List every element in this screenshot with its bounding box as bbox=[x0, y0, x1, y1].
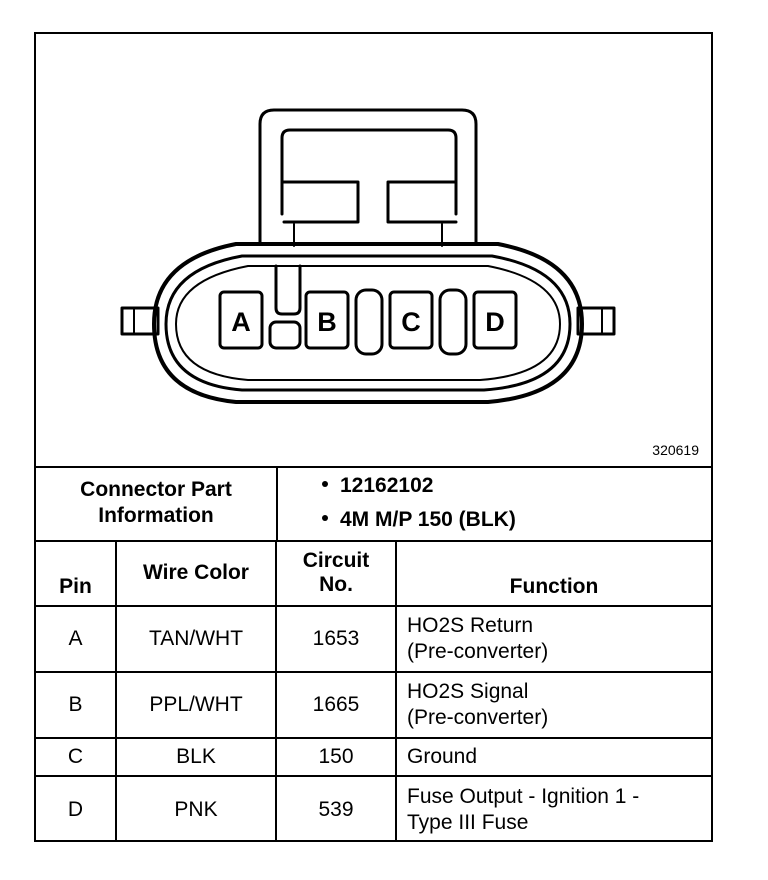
connector-info-label: Connector Part Information bbox=[36, 466, 278, 540]
header-circuit-line2: No. bbox=[319, 572, 353, 596]
pin-d-label: D bbox=[485, 307, 505, 337]
connector-type: 4M M/P 150 (BLK) bbox=[340, 508, 516, 531]
row-a-function: HO2S Return (Pre-converter) bbox=[395, 605, 711, 673]
connector-type-item: 4M M/P 150 (BLK) bbox=[322, 508, 516, 532]
header-circuit-line1: Circuit bbox=[302, 548, 370, 572]
row-c-pin: C bbox=[36, 737, 117, 777]
row-a-function-line2: (Pre-converter) bbox=[407, 640, 549, 663]
row-b-wire-color: PPL/WHT bbox=[115, 671, 277, 739]
bullet-icon bbox=[322, 481, 328, 488]
connector-sheet: A B C D 320619 Connector Part Informatio… bbox=[34, 32, 713, 842]
connector-part-info: Connector Part Information 12162102 4M M… bbox=[36, 466, 711, 542]
table-row: B PPL/WHT 1665 HO2S Signal (Pre-converte… bbox=[36, 671, 711, 739]
row-c-circuit: 150 bbox=[275, 737, 397, 777]
connector-info-items: 12162102 4M M/P 150 (BLK) bbox=[278, 466, 711, 540]
row-a-function-line1: HO2S Return bbox=[407, 614, 534, 637]
table-row: D PNK 539 Fuse Output - Ignition 1 - Typ… bbox=[36, 775, 711, 842]
row-d-function-line2: Type III Fuse bbox=[407, 810, 529, 834]
row-b-function-line2: (Pre-converter) bbox=[407, 706, 549, 729]
row-b-circuit: 1665 bbox=[275, 671, 397, 739]
row-a-pin: A bbox=[36, 605, 117, 673]
row-b-function-line1: HO2S Signal bbox=[407, 680, 529, 703]
header-wire-color: Wire Color bbox=[115, 540, 277, 607]
connector-info-label-line1: Connector Part bbox=[80, 478, 232, 501]
row-d-pin: D bbox=[36, 775, 117, 842]
row-d-circuit: 539 bbox=[275, 775, 397, 842]
row-d-function: Fuse Output - Ignition 1 - Type III Fuse bbox=[395, 775, 711, 842]
connector-illustration: A B C D 320619 bbox=[36, 34, 711, 468]
table-row: C BLK 150 Ground bbox=[36, 737, 711, 777]
row-a-wire-color: TAN/WHT bbox=[115, 605, 277, 673]
part-number: 12162102 bbox=[340, 474, 434, 497]
bullet-icon bbox=[322, 515, 328, 522]
header-function: Function bbox=[395, 540, 711, 607]
figure-number: 320619 bbox=[652, 442, 699, 458]
row-b-pin: B bbox=[36, 671, 117, 739]
row-b-function: HO2S Signal (Pre-converter) bbox=[395, 671, 711, 739]
row-c-wire-color: BLK bbox=[115, 737, 277, 777]
row-d-function-line1: Fuse Output - Ignition 1 - bbox=[407, 784, 640, 808]
header-pin: Pin bbox=[36, 540, 117, 607]
pin-c-label: C bbox=[401, 307, 421, 337]
table-row: A TAN/WHT 1653 HO2S Return (Pre-converte… bbox=[36, 605, 711, 673]
row-d-wire-color: PNK bbox=[115, 775, 277, 842]
connector-info-label-line2: Information bbox=[98, 504, 214, 527]
table-header-row: Pin Wire Color Circuit No. Function bbox=[36, 540, 711, 607]
part-number-item: 12162102 bbox=[322, 474, 433, 498]
pin-a-label: A bbox=[231, 307, 251, 337]
row-c-function: Ground bbox=[395, 737, 711, 777]
row-a-circuit: 1653 bbox=[275, 605, 397, 673]
connector-drawing: A B C D bbox=[120, 108, 616, 404]
pinout-table: Pin Wire Color Circuit No. Function A TA… bbox=[36, 540, 711, 842]
pin-b-label: B bbox=[317, 307, 337, 337]
header-circuit-no: Circuit No. bbox=[275, 540, 397, 607]
